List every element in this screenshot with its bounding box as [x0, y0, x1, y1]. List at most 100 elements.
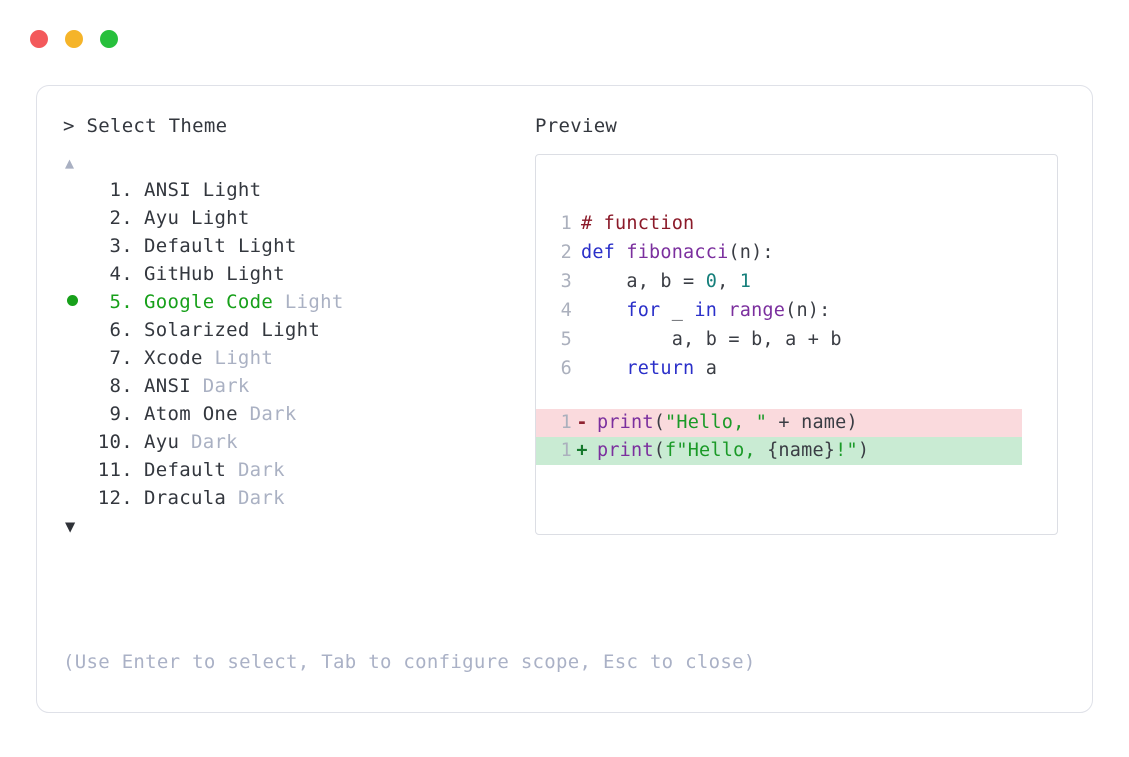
code-line-text: a, b = b, a + b: [572, 325, 842, 354]
theme-list-item[interactable]: 11.Default Dark: [63, 456, 535, 484]
code-token: 0: [705, 271, 718, 292]
theme-list-item[interactable]: 2.Ayu Light: [63, 204, 535, 232]
line-number: 3: [560, 271, 572, 292]
code-line-text: def fibonacci(n):: [572, 238, 774, 267]
theme-name: ANSI Light: [133, 176, 261, 204]
code-token: (n):: [728, 242, 774, 263]
theme-mode-label: Light: [202, 179, 262, 201]
theme-name: Solarized Light: [133, 316, 320, 344]
code-token: print: [597, 440, 654, 461]
code-line-text: # function: [572, 209, 694, 238]
code-token: _: [660, 300, 695, 321]
prompt-heading: > Select Theme: [63, 115, 228, 137]
theme-name-text: Xcode: [144, 347, 203, 369]
theme-name-text: Ayu: [144, 431, 180, 453]
keyboard-hint: (Use Enter to select, Tab to configure s…: [63, 651, 756, 673]
theme-name: Xcode Light: [133, 344, 273, 372]
theme-list-item[interactable]: 1.ANSI Light: [63, 176, 535, 204]
theme-list-item[interactable]: 8.ANSI Dark: [63, 372, 535, 400]
theme-name: Google Code Light: [133, 288, 344, 316]
theme-index: 6.: [109, 319, 133, 341]
line-number: 1: [560, 412, 572, 433]
theme-name-text: GitHub: [144, 263, 215, 285]
theme-index: 5.: [109, 291, 133, 313]
theme-mode-label: Light: [261, 319, 321, 341]
theme-name: Dracula Dark: [133, 484, 285, 512]
theme-list-item[interactable]: 7.Xcode Light: [63, 344, 535, 372]
theme-list-item[interactable]: 4.GitHub Light: [63, 260, 535, 288]
code-token: ): [857, 440, 870, 461]
scroll-down-icon[interactable]: ▼: [65, 517, 76, 537]
code-token: [581, 358, 626, 379]
theme-list-item[interactable]: 9.Atom One Dark: [63, 400, 535, 428]
theme-index: 7.: [109, 347, 133, 369]
code-token: a, b =: [581, 271, 706, 292]
theme-list-item[interactable]: 5.Google Code Light: [63, 288, 535, 316]
code-token: [581, 300, 626, 321]
theme-mode-label: Dark: [249, 403, 297, 425]
line-number: 5: [560, 329, 572, 350]
theme-name-text: ANSI: [144, 179, 191, 201]
code-token: print: [597, 412, 654, 433]
diff-line-removed: 1-print("Hello, " + name): [536, 409, 1022, 437]
diff-block: 1-print("Hello, " + name)1+print(f"Hello…: [536, 409, 1049, 465]
diff-line-text: print(f"Hello, {name}!"): [592, 437, 869, 465]
theme-index: 10.: [97, 431, 133, 453]
diff-line-text: print("Hello, " + name): [592, 409, 858, 437]
code-token: def: [581, 242, 627, 263]
theme-name-text: ANSI: [144, 375, 191, 397]
code-token: f"Hello,: [665, 440, 768, 461]
theme-list-item[interactable]: 12.Dracula Dark: [63, 484, 535, 512]
code-token: in: [694, 300, 718, 321]
theme-name: GitHub Light: [133, 260, 285, 288]
theme-mode-label: Dark: [202, 375, 250, 397]
theme-name: ANSI Dark: [133, 372, 250, 400]
code-token: [717, 300, 728, 321]
diff-marker: +: [576, 440, 588, 461]
theme-list-item[interactable]: 6.Solarized Light: [63, 316, 535, 344]
line-number: 2: [560, 242, 572, 263]
line-number: 6: [560, 358, 572, 379]
code-line-text: a, b = 0, 1: [572, 267, 751, 296]
code-token: fibonacci: [626, 242, 729, 263]
theme-name-text: Ayu: [144, 207, 180, 229]
theme-mode-label: Light: [190, 207, 250, 229]
preview-heading: Preview: [535, 115, 618, 137]
code-token: range: [728, 300, 786, 321]
theme-index: 9.: [109, 403, 133, 425]
code-token: + name): [767, 412, 858, 433]
code-token: 1: [739, 271, 752, 292]
theme-mode-label: Light: [237, 235, 297, 257]
code-token: !": [835, 440, 858, 461]
close-icon[interactable]: [30, 30, 48, 48]
theme-name: Default Light: [133, 232, 297, 260]
theme-list-item[interactable]: 3.Default Light: [63, 232, 535, 260]
scroll-up-icon[interactable]: ▲: [65, 154, 75, 172]
theme-name: Ayu Light: [133, 204, 250, 232]
code-line-text: for _ in range(n):: [572, 296, 830, 325]
theme-mode-label: Light: [284, 291, 344, 313]
theme-index: 2.: [109, 207, 133, 229]
line-number: 1: [560, 440, 572, 461]
code-line: 5 a, b = b, a + b: [555, 325, 1049, 354]
theme-name: Ayu Dark: [133, 428, 238, 456]
code-line: 6 return a: [555, 354, 1049, 383]
maximize-icon[interactable]: [100, 30, 118, 48]
minimize-icon[interactable]: [65, 30, 83, 48]
line-number: 1: [560, 213, 572, 234]
theme-list-item[interactable]: 10.Ayu Dark: [63, 428, 535, 456]
code-token: a, b = b, a + b: [581, 329, 842, 350]
theme-mode-label: Light: [226, 263, 285, 285]
code-token: (n):: [785, 300, 831, 321]
diff-line-added: 1+print(f"Hello, {name}!"): [536, 437, 1022, 465]
theme-name-text: Default: [144, 459, 227, 481]
